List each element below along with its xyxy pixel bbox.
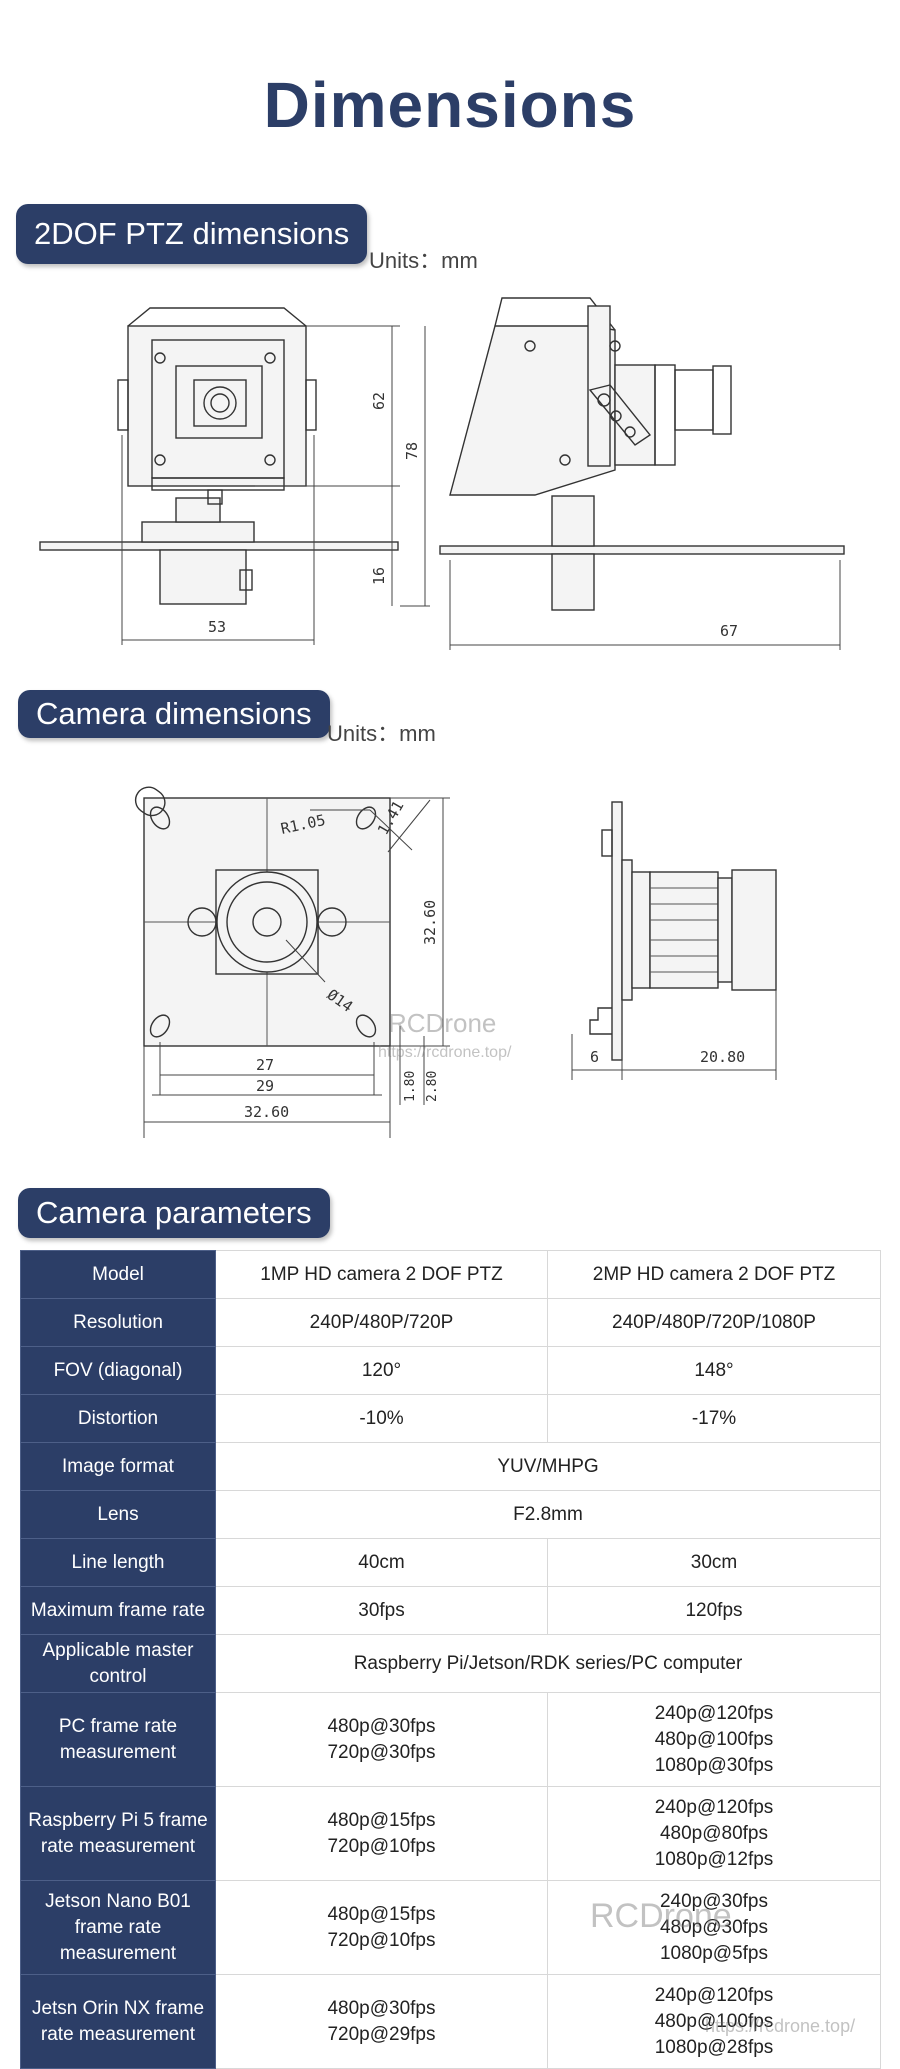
dim-16-label: 16 <box>370 567 388 585</box>
cell-1mp: 480p@15fps 720p@10fps <box>215 1880 548 1975</box>
cell-2mp: 30cm <box>547 1538 881 1587</box>
cell-1mp: 40cm <box>215 1538 548 1587</box>
cell-1mp: 1MP HD camera 2 DOF PTZ <box>215 1250 548 1299</box>
cell-2mp: 240p@120fps 480p@100fps 1080p@28fps <box>547 1974 881 2069</box>
cell-2mp: 2MP HD camera 2 DOF PTZ <box>547 1250 881 1299</box>
dim-2080-label: 20.80 <box>700 1048 745 1066</box>
dim-6-label: 6 <box>590 1048 599 1066</box>
row-label: Lens <box>20 1490 216 1539</box>
table-row: Model 1MP HD camera 2 DOF PTZ 2MP HD cam… <box>20 1250 881 1299</box>
camera-front-drawing: Ø14 R1.05 1.41 32.60 1.80 2.80 27 29 32.… <box>134 786 450 1138</box>
cell-shared: Raspberry Pi/Jetson/RDK series/PC comput… <box>215 1634 881 1693</box>
dim-180-label: 1.80 <box>403 1071 418 1102</box>
cell-2mp: 120fps <box>547 1586 881 1635</box>
table-watermark-url: https://rcdrone.top/ <box>705 2016 856 2036</box>
camera-side-drawing: 6 20.80 <box>571 801 777 1080</box>
row-label: Jetson Nano B01 frame rate measurement <box>20 1880 216 1975</box>
cell-1mp: 30fps <box>215 1586 548 1635</box>
row-label: Distortion <box>20 1394 216 1443</box>
cell-1mp: 240P/480P/720P <box>215 1298 548 1347</box>
cell-1mp: 480p@15fps 720p@10fps <box>215 1786 548 1881</box>
table-row: Image format YUV/MHPG <box>20 1442 881 1491</box>
dim-67-label: 67 <box>720 622 738 640</box>
cell-2mp: 240p@120fps 480p@100fps 1080p@30fps <box>547 1692 881 1787</box>
dim-27-label: 27 <box>256 1056 274 1074</box>
watermark-url: https://rcdrone.top/ <box>378 1044 512 1061</box>
dim-62-label: 62 <box>370 392 388 410</box>
camera-units: Units：mm <box>327 721 436 746</box>
table-row: Raspberry Pi 5 frame rate measurement 48… <box>20 1786 881 1881</box>
table-row: Jetsn Orin NX frame rate measurement 480… <box>20 1974 881 2069</box>
page-title: Dimensions <box>263 69 637 141</box>
table-row: Resolution 240P/480P/720P 240P/480P/720P… <box>20 1298 881 1347</box>
cell-shared: YUV/MHPG <box>215 1442 881 1491</box>
cell-2mp: 240p@30fps 480p@30fps 1080p@5fps <box>547 1880 881 1975</box>
watermark-brand: RCDrone <box>388 1008 497 1038</box>
row-label: FOV (diagonal) <box>20 1346 216 1395</box>
cell-1mp: 480p@30fps 720p@29fps <box>215 1974 548 2069</box>
row-label: Resolution <box>20 1298 216 1347</box>
dim-53-label: 53 <box>208 618 226 636</box>
ptz-units: Units：mm <box>369 248 478 273</box>
row-label: Raspberry Pi 5 frame rate measurement <box>20 1786 216 1881</box>
camera-parameters-table: Model 1MP HD camera 2 DOF PTZ 2MP HD cam… <box>20 1250 881 2069</box>
row-label: Jetsn Orin NX frame rate measurement <box>20 1974 216 2069</box>
dim-3260-h-label: 32.60 <box>244 1103 289 1121</box>
ptz-section-title: 2DOF PTZ dimensions <box>16 204 368 264</box>
cell-1mp: -10% <box>215 1394 548 1443</box>
dim-280-label: 2.80 <box>425 1071 440 1102</box>
row-label: Maximum frame rate <box>20 1586 216 1635</box>
ptz-side-drawing: 67 <box>439 297 845 650</box>
table-row: Maximum frame rate 30fps 120fps <box>20 1586 881 1635</box>
dim-29-label: 29 <box>256 1077 274 1095</box>
cell-2mp: 148° <box>547 1346 881 1395</box>
cell-1mp: 120° <box>215 1346 548 1395</box>
cell-1mp: 480p@30fps 720p@30fps <box>215 1692 548 1787</box>
cell-2mp: -17% <box>547 1394 881 1443</box>
table-row: PC frame rate measurement 480p@30fps 720… <box>20 1692 881 1787</box>
camera-section-title: Camera dimensions <box>18 690 330 738</box>
ptz-front-drawing: 62 78 16 53 <box>39 307 430 645</box>
dim-78-label: 78 <box>403 442 421 460</box>
cell-2mp: 240p@120fps 480p@80fps 1080p@12fps <box>547 1786 881 1881</box>
row-label: PC frame rate measurement <box>20 1692 216 1787</box>
cell-2mp: 240P/480P/720P/1080P <box>547 1298 881 1347</box>
table-row: Line length 40cm 30cm <box>20 1538 881 1587</box>
table-row: Applicable master control Raspberry Pi/J… <box>20 1634 881 1693</box>
table-row: FOV (diagonal) 120° 148° <box>20 1346 881 1395</box>
table-row: Lens F2.8mm <box>20 1490 881 1539</box>
dim-3260-v-label: 32.60 <box>421 900 439 945</box>
row-label: Applicable master control <box>20 1634 216 1693</box>
table-row: Distortion -10% -17% <box>20 1394 881 1443</box>
table-row: Jetson Nano B01 frame rate measurement 4… <box>20 1880 881 1975</box>
row-label: Image format <box>20 1442 216 1491</box>
row-label: Model <box>20 1250 216 1299</box>
params-section-title: Camera parameters <box>18 1188 330 1238</box>
cell-shared: F2.8mm <box>215 1490 881 1539</box>
table-watermark-brand: RCDrone <box>590 1897 732 1935</box>
row-label: Line length <box>20 1538 216 1587</box>
